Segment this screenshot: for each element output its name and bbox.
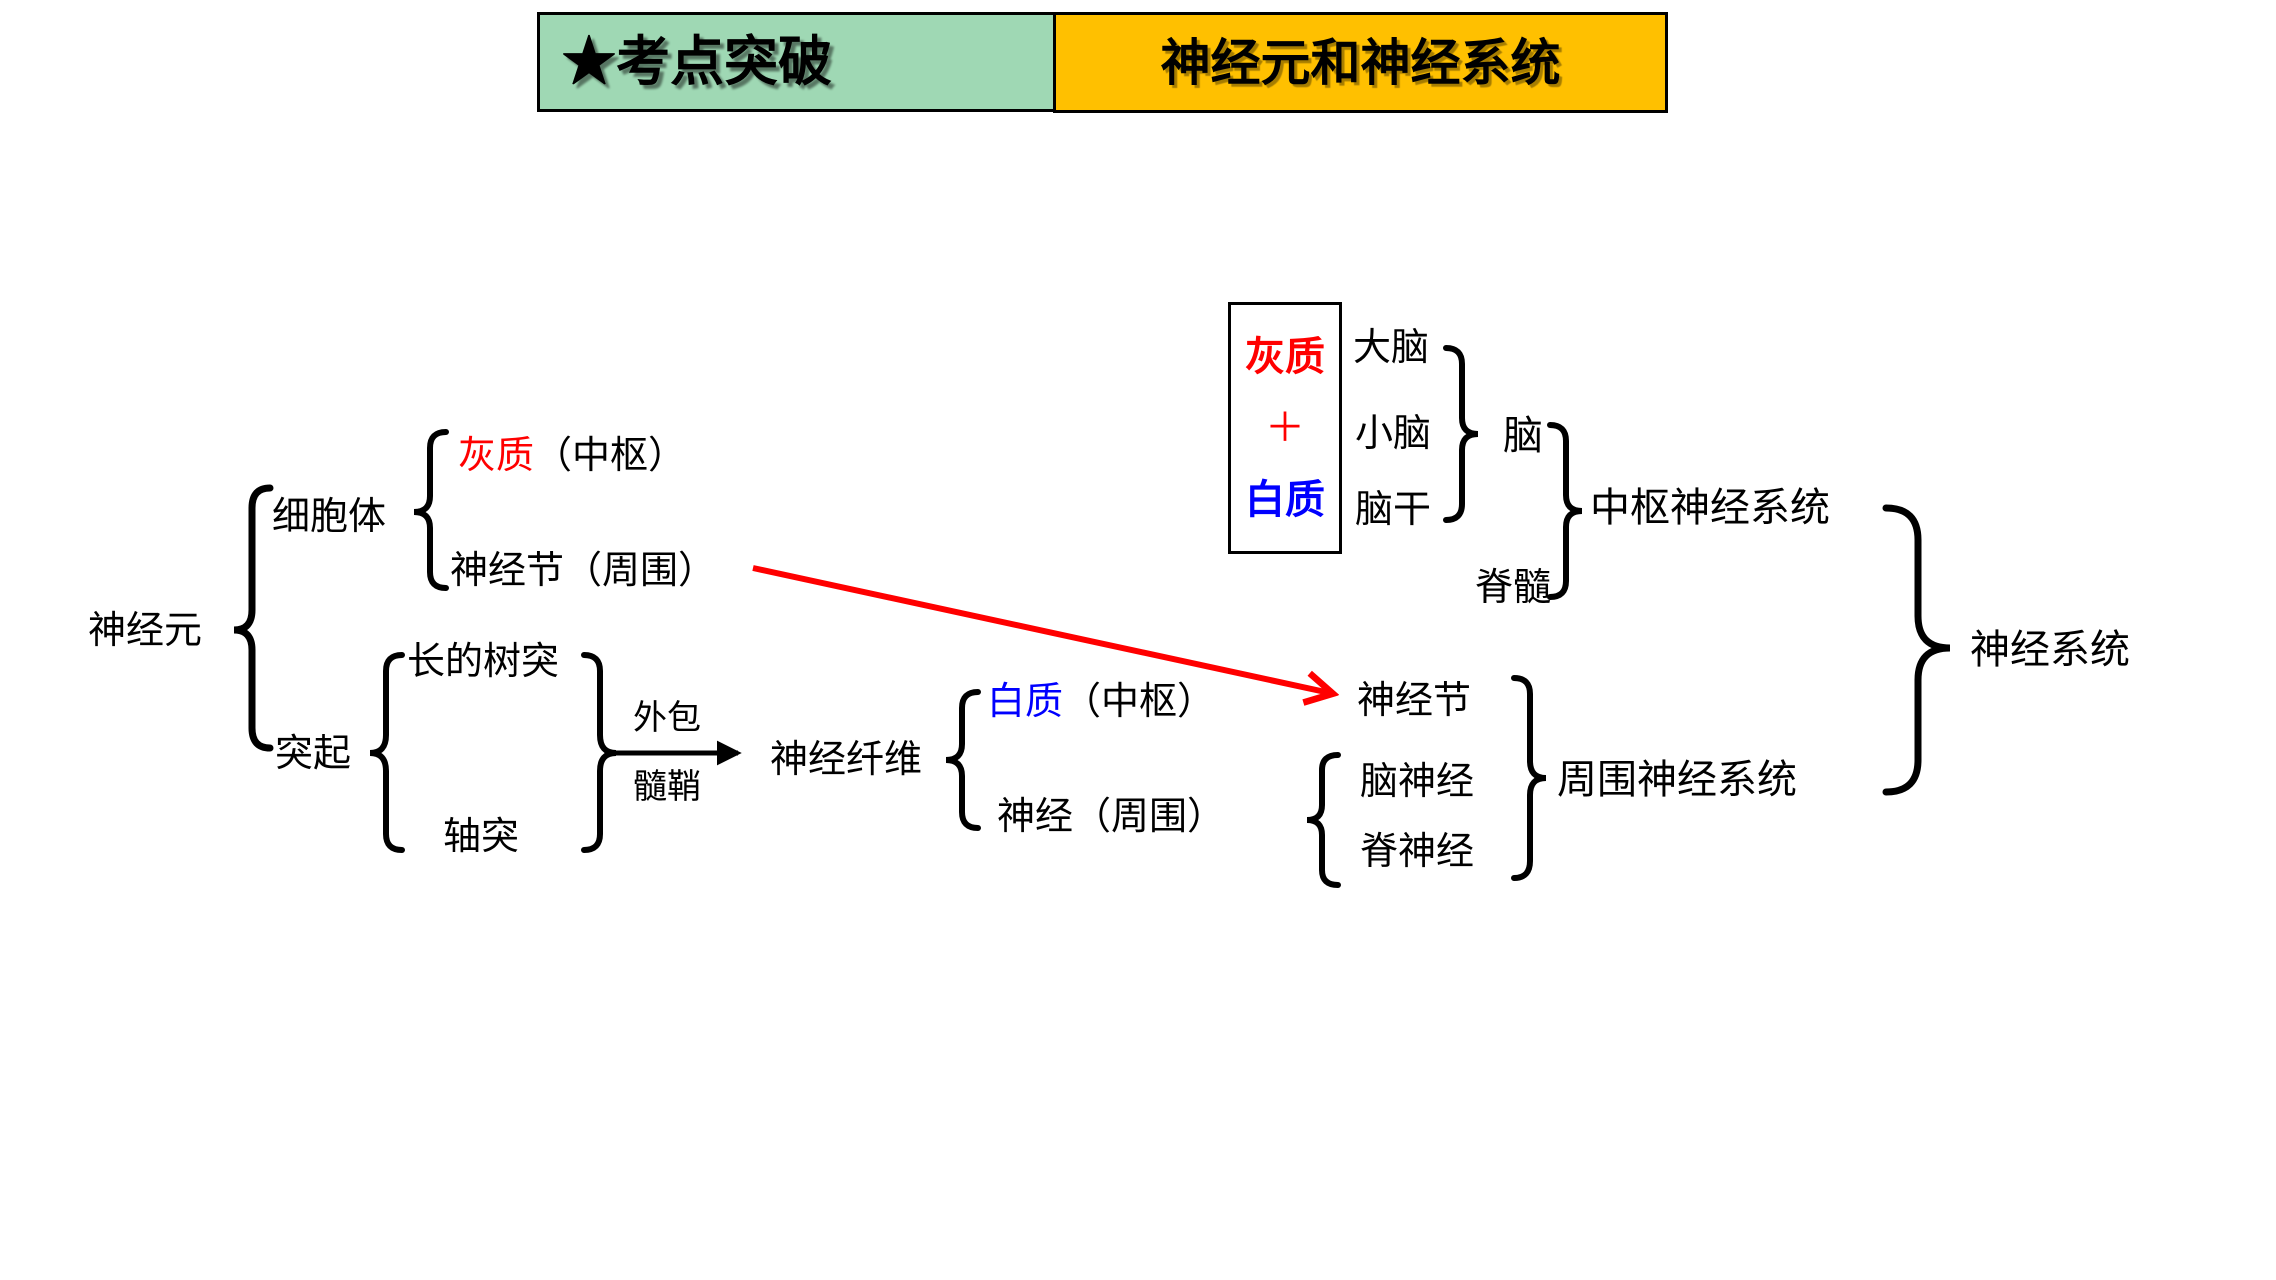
wrap-label-bottom: 髓鞘 — [633, 768, 701, 806]
ganglion-scope: （周围） — [564, 550, 717, 592]
node-neuron: 神经元 — [88, 610, 203, 652]
node-pns: 周围神经系统 — [1557, 758, 1797, 802]
brace-cell-body — [413, 429, 449, 591]
node-brainstem: 脑干 — [1355, 489, 1432, 531]
brace-neuron — [233, 484, 274, 752]
topic-badge: ★考点突破 — [537, 12, 1056, 112]
brace-nerve-fiber — [945, 689, 981, 831]
matter-box: 灰质 ＋ 白质 — [1228, 302, 1342, 554]
brace-process-open — [369, 652, 405, 853]
brace-cns — [1547, 422, 1583, 600]
node-cerebellum: 小脑 — [1355, 413, 1432, 455]
lesson-title-box: 神经元和神经系统 — [1053, 12, 1668, 113]
node-cerebrum: 大脑 — [1353, 327, 1430, 369]
gray-matter-scope: （中枢） — [534, 435, 687, 477]
red-arrow-line — [752, 565, 1330, 693]
node-ganglion-left: 神经节（周围） — [450, 552, 716, 590]
topic-badge-label: ★考点突破 — [562, 32, 832, 92]
gray-matter-term: 灰质 — [458, 435, 535, 477]
box-white-matter: 白质 — [1245, 477, 1325, 522]
white-matter-term: 白质 — [987, 681, 1064, 723]
node-spinal-cord: 脊髓 — [1475, 567, 1552, 609]
wrap-label-top: 外包 — [633, 699, 701, 737]
node-long-dendrite: 长的树突 — [407, 641, 560, 683]
node-spinal-nerve: 脊神经 — [1360, 831, 1475, 873]
node-process: 突起 — [275, 733, 352, 775]
node-cell-body: 细胞体 — [272, 496, 387, 538]
box-gray-matter: 灰质 — [1245, 334, 1325, 379]
brace-nerves-open — [1306, 752, 1341, 888]
node-brain: 脑 — [1503, 414, 1543, 458]
nerve-scope: （周围） — [1073, 796, 1226, 838]
lesson-title: 神经元和神经系统 — [1160, 34, 1561, 91]
brace-pns — [1511, 675, 1547, 881]
node-cns: 中枢神经系统 — [1590, 486, 1830, 530]
brace-brain-parts — [1443, 345, 1479, 523]
node-cranial-nerve: 脑神经 — [1360, 761, 1475, 803]
brace-process-close — [581, 652, 617, 853]
box-plus-sign: ＋ — [1265, 406, 1305, 450]
node-ganglion-right: 神经节 — [1357, 680, 1472, 722]
white-matter-scope: （中枢） — [1063, 681, 1216, 723]
node-gray-matter: 灰质（中枢） — [458, 437, 686, 475]
node-nerve-fiber: 神经纤维 — [770, 739, 923, 781]
brace-nervous-system — [1882, 504, 1951, 796]
node-axon: 轴突 — [443, 816, 520, 858]
node-nervous-system: 神经系统 — [1970, 628, 2130, 672]
node-white-matter: 白质（中枢） — [987, 683, 1215, 721]
ganglion-term: 神经节 — [450, 550, 565, 592]
node-nerve: 神经（周围） — [997, 798, 1225, 836]
nerve-term: 神经 — [997, 796, 1074, 838]
